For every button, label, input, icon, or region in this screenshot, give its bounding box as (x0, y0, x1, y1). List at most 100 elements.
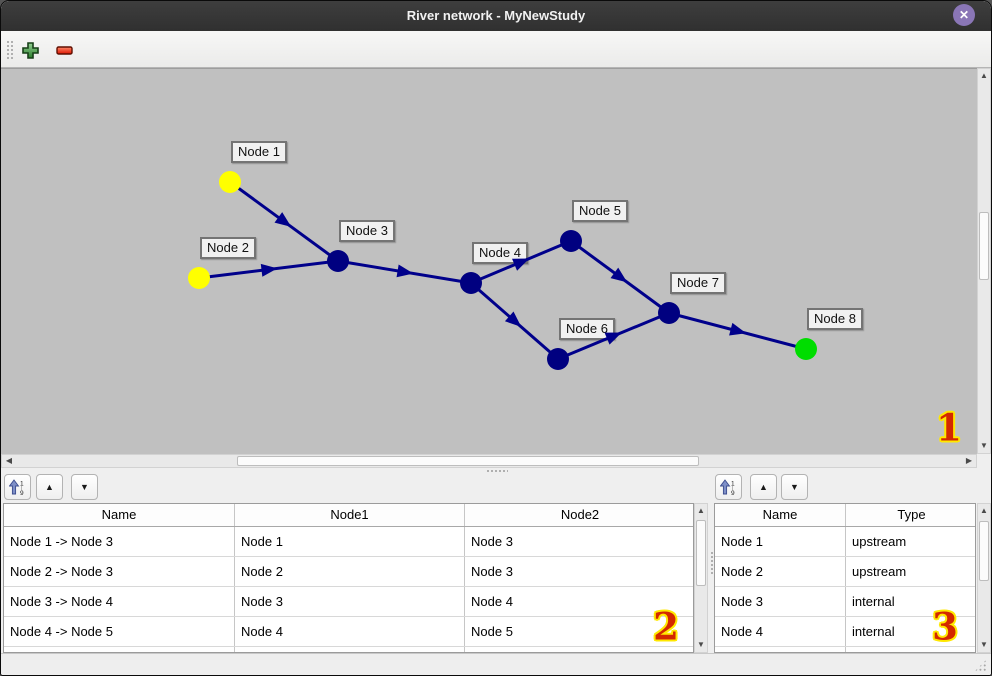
table-row[interactable]: Node 2 upstream (715, 557, 975, 587)
flow-arrow-icon (729, 322, 747, 336)
flow-arrow-icon (274, 212, 292, 227)
sort-ascending-icon: 1 9 (716, 478, 741, 496)
status-bar (1, 653, 991, 675)
links-header-node2[interactable]: Node2 (560, 507, 600, 522)
svg-text:9: 9 (731, 490, 735, 496)
scroll-up-icon[interactable]: ▲ (978, 70, 990, 82)
scroll-down-icon[interactable]: ▼ (978, 639, 990, 651)
vertical-scrollbar-thumb[interactable] (979, 212, 989, 280)
links-table: Name Node1 Node2 Node 1 -> Node 3 Node 1… (3, 503, 694, 653)
canvas-vertical-scrollbar[interactable]: ▲ ▼ (977, 68, 991, 454)
nodes-header-name[interactable]: Name (715, 504, 846, 526)
scroll-left-icon[interactable]: ◀ (3, 455, 15, 467)
node-circle-node-7[interactable] (658, 302, 680, 324)
node-circle-node-2[interactable] (188, 267, 210, 289)
table-toolbars: 1 9 ▲ ▼ 1 9 ▲ (1, 473, 991, 503)
vertical-splitter-handle-icon[interactable] (710, 551, 714, 575)
cell-node1: Node 3 (235, 587, 465, 616)
table-row[interactable]: Node 2 -> Node 3 Node 2 Node 3 (4, 557, 693, 587)
node-circle-node-4[interactable] (460, 272, 482, 294)
table-row[interactable]: Node 4 -> Node 5 Node 4 Node 5 (4, 617, 693, 647)
links-header-node1[interactable]: Node1 (235, 504, 465, 526)
cell-node1: Node 1 (235, 527, 465, 556)
node-labels-layer: Node 1 Node 2 Node 3 Node 4 Node 5 Node 6 Node… (1, 69, 977, 454)
toolbar-drag-handle[interactable] (6, 40, 14, 60)
node-label-node-2[interactable]: Node 2 (200, 237, 256, 259)
node-label-node-1[interactable]: Node 1 (231, 141, 287, 163)
links-sort-button[interactable]: 1 9 (4, 474, 31, 500)
cell-type: upstream (852, 564, 907, 579)
cell-node2: Node 5 (471, 624, 513, 639)
resize-grip-icon[interactable] (974, 659, 987, 672)
flow-arrow-icon (610, 267, 628, 283)
table-row[interactable]: Node 1 -> Node 3 Node 1 Node 3 (4, 527, 693, 557)
nodes-move-up-button[interactable]: ▲ (750, 474, 777, 500)
cell-name: Node 3 -> Node 4 (4, 587, 235, 616)
node-circle-node-1[interactable] (219, 171, 241, 193)
scroll-up-icon[interactable]: ▲ (695, 505, 707, 517)
cell-node2: Node 3 (471, 564, 513, 579)
node-label-node-8[interactable]: Node 8 (807, 308, 863, 330)
add-plus-icon (18, 41, 42, 60)
svg-text:1: 1 (731, 480, 735, 487)
add-node-button[interactable] (18, 38, 42, 62)
table-row[interactable]: Node 4 internal (715, 617, 975, 647)
cell-name: Node 1 (715, 527, 846, 556)
arrow-down-icon: ▼ (80, 482, 89, 492)
flow-arrow-icon (604, 332, 622, 345)
titlebar[interactable]: River network - MyNewStudy ✕ (1, 1, 991, 31)
svg-text:1: 1 (20, 480, 24, 487)
sort-ascending-icon: 1 9 (5, 478, 30, 496)
node-circle-node-3[interactable] (327, 250, 349, 272)
vertical-scrollbar-thumb[interactable] (979, 521, 989, 581)
arrow-down-icon: ▼ (790, 482, 799, 492)
links-move-up-button[interactable]: ▲ (36, 474, 63, 500)
cell-type: upstream (852, 534, 907, 549)
close-button[interactable]: ✕ (953, 4, 975, 26)
node-label-node-6[interactable]: Node 6 (559, 318, 615, 340)
vertical-scrollbar-thumb[interactable] (696, 520, 706, 586)
scroll-down-icon[interactable]: ▼ (978, 440, 990, 452)
cell-node1: Node 4 (235, 617, 465, 646)
node-circle-node-8[interactable] (795, 338, 817, 360)
cell-name: Node 2 -> Node 3 (4, 557, 235, 586)
scroll-down-icon[interactable]: ▼ (695, 639, 707, 651)
cell-node1: Node 2 (235, 557, 465, 586)
links-header-name[interactable]: Name (4, 504, 235, 526)
river-network-canvas[interactable]: Node 1 Node 2 Node 3 Node 4 Node 5 Node 6 Node… (1, 68, 977, 454)
nodes-move-down-button[interactable]: ▼ (781, 474, 808, 500)
cell-name: Node 3 (715, 587, 846, 616)
links-move-down-button[interactable]: ▼ (71, 474, 98, 500)
svg-text:9: 9 (20, 490, 24, 496)
node-label-node-5[interactable]: Node 5 (572, 200, 628, 222)
horizontal-splitter[interactable] (1, 468, 991, 473)
cell-name: Node 4 (715, 617, 846, 646)
flow-arrow-icon (512, 258, 530, 271)
links-table-scrollbar[interactable]: ▲ ▼ (694, 503, 708, 653)
table-row-empty (4, 647, 693, 652)
table-row[interactable]: Node 3 -> Node 4 Node 3 Node 4 (4, 587, 693, 617)
node-label-node-3[interactable]: Node 3 (339, 220, 395, 242)
node-label-node-4[interactable]: Node 4 (472, 242, 528, 264)
scroll-right-icon[interactable]: ▶ (963, 455, 975, 467)
table-row[interactable]: Node 3 internal (715, 587, 975, 617)
remove-node-button[interactable] (52, 38, 76, 62)
splitter-handle-icon[interactable] (486, 469, 508, 473)
table-row-empty (715, 647, 975, 652)
nodes-table-scrollbar[interactable]: ▲ ▼ (977, 503, 991, 653)
horizontal-scrollbar-thumb[interactable] (237, 456, 699, 466)
cell-node2: Node 4 (471, 594, 513, 609)
arrow-up-icon: ▲ (45, 482, 54, 492)
canvas-horizontal-scrollbar[interactable]: ◀ ▶ (1, 454, 977, 468)
nodes-header-type[interactable]: Type (897, 507, 926, 522)
node-circle-node-5[interactable] (560, 230, 582, 252)
river-graph-svg (188, 171, 817, 370)
node-circle-node-6[interactable] (547, 348, 569, 370)
scroll-up-icon[interactable]: ▲ (978, 505, 990, 517)
node-label-node-7[interactable]: Node 7 (670, 272, 726, 294)
table-row[interactable]: Node 1 upstream (715, 527, 975, 557)
flow-arrow-icon (504, 311, 522, 327)
nodes-sort-button[interactable]: 1 9 (715, 474, 742, 500)
arrow-up-icon: ▲ (759, 482, 768, 492)
